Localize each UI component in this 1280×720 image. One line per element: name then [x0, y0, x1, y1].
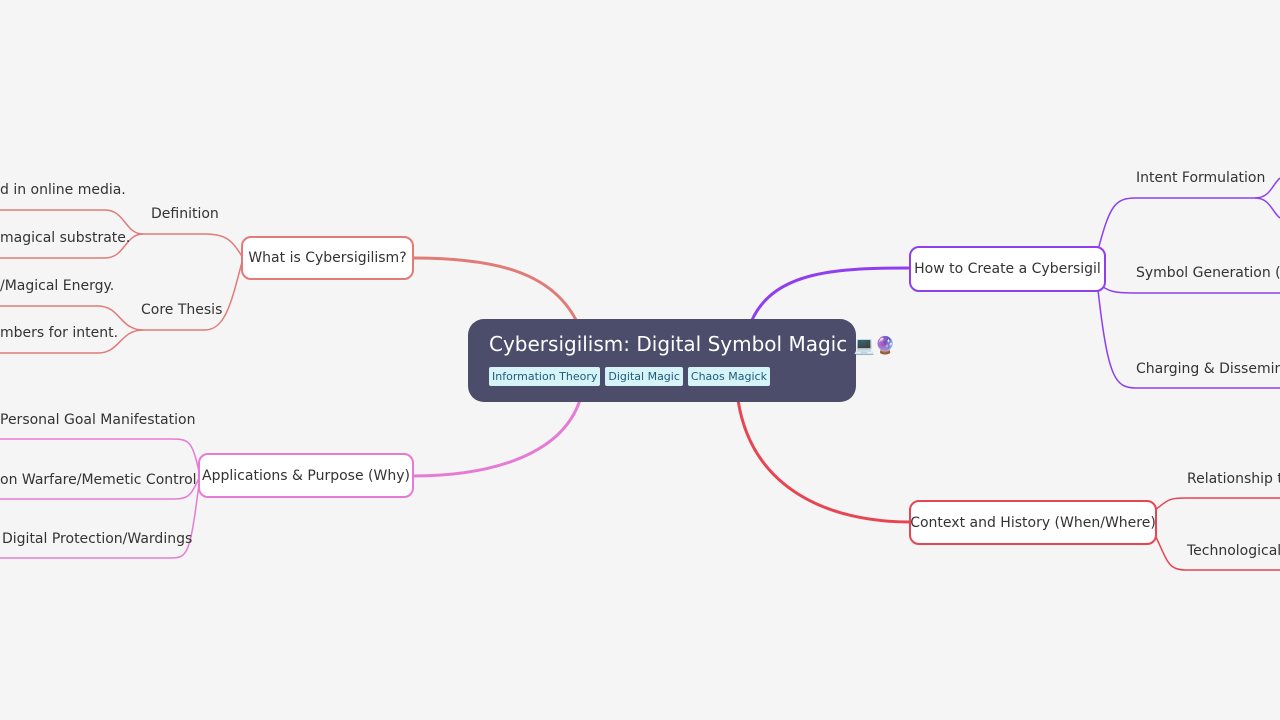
- node-definition[interactable]: Definition: [151, 206, 219, 222]
- edge-what-corethesis: [143, 257, 244, 331]
- edge-how-leaf1: [1097, 177, 1280, 251]
- leaf-symbol-generation[interactable]: Symbol Generation (Digi: [1136, 265, 1280, 281]
- root-title-row: Cybersigilism: Digital Symbol Magic 💻🔮: [489, 331, 896, 359]
- leaf-definition-2[interactable]: magical substrate.: [0, 230, 131, 246]
- leaf-personal-goal[interactable]: Personal Goal Manifestation: [0, 412, 196, 428]
- leaf-intent-formulation[interactable]: Intent Formulation: [1136, 170, 1266, 186]
- tag-information-theory[interactable]: Information Theory: [489, 367, 601, 386]
- leaf-definition-1[interactable]: d in online media.: [0, 182, 126, 198]
- node-core-thesis[interactable]: Core Thesis: [141, 302, 223, 318]
- node-applications-purpose[interactable]: Applications & Purpose (Why): [198, 453, 414, 498]
- edge-how-leaf1b: [1254, 197, 1280, 219]
- leaf-core-thesis-2[interactable]: mbers for intent.: [0, 325, 119, 341]
- tag-chaos-magick[interactable]: Chaos Magick: [687, 367, 770, 386]
- edge-context-leaf2: [1154, 534, 1280, 571]
- node-how-to-create[interactable]: How to Create a Cybersigil: [909, 246, 1106, 292]
- edge-root-context: [736, 399, 911, 524]
- edge-apps-leaf1: [0, 438, 201, 477]
- tag-digital-magic[interactable]: Digital Magic: [605, 367, 683, 386]
- edge-corethesis-leaf1: [0, 305, 144, 331]
- root-title: Cybersigilism: Digital Symbol Magic: [489, 332, 848, 356]
- edge-context-leaf1: [1154, 497, 1280, 511]
- node-context-history[interactable]: Context and History (When/Where): [909, 500, 1157, 545]
- edge-definition-leaf2: [0, 233, 144, 259]
- edge-what-definition: [143, 233, 244, 259]
- leaf-charging-dissemination[interactable]: Charging & Disseminatio: [1136, 361, 1280, 377]
- edge-corethesis-leaf2: [0, 329, 144, 354]
- leaf-digital-protection[interactable]: Digital Protection/Wardings: [2, 531, 193, 547]
- edge-how-leaf2: [1097, 282, 1280, 294]
- leaf-relationship-to[interactable]: Relationship to: [1187, 471, 1280, 487]
- edge-how-leaf3: [1097, 289, 1280, 389]
- edge-root-what: [411, 256, 578, 321]
- edge-root-apps: [412, 399, 582, 478]
- root-node[interactable]: Cybersigilism: Digital Symbol Magic 💻🔮 I…: [468, 319, 896, 402]
- node-what-is-cybersigilism[interactable]: What is Cybersigilism?: [241, 236, 414, 280]
- laptop-crystal-ball-icon: 💻🔮: [853, 336, 896, 356]
- edge-apps-leaf3: [0, 475, 201, 559]
- leaf-core-thesis-1[interactable]: /Magical Energy.: [0, 278, 115, 294]
- leaf-memetic-control[interactable]: on Warfare/Memetic Control: [0, 472, 197, 488]
- root-tags: Information Theory Digital Magic Chaos M…: [489, 367, 856, 386]
- leaf-technological[interactable]: Technological M: [1187, 543, 1280, 559]
- edge-definition-leaf1: [0, 209, 144, 235]
- edge-apps-leaf2: [0, 475, 201, 500]
- edge-root-how: [750, 266, 911, 321]
